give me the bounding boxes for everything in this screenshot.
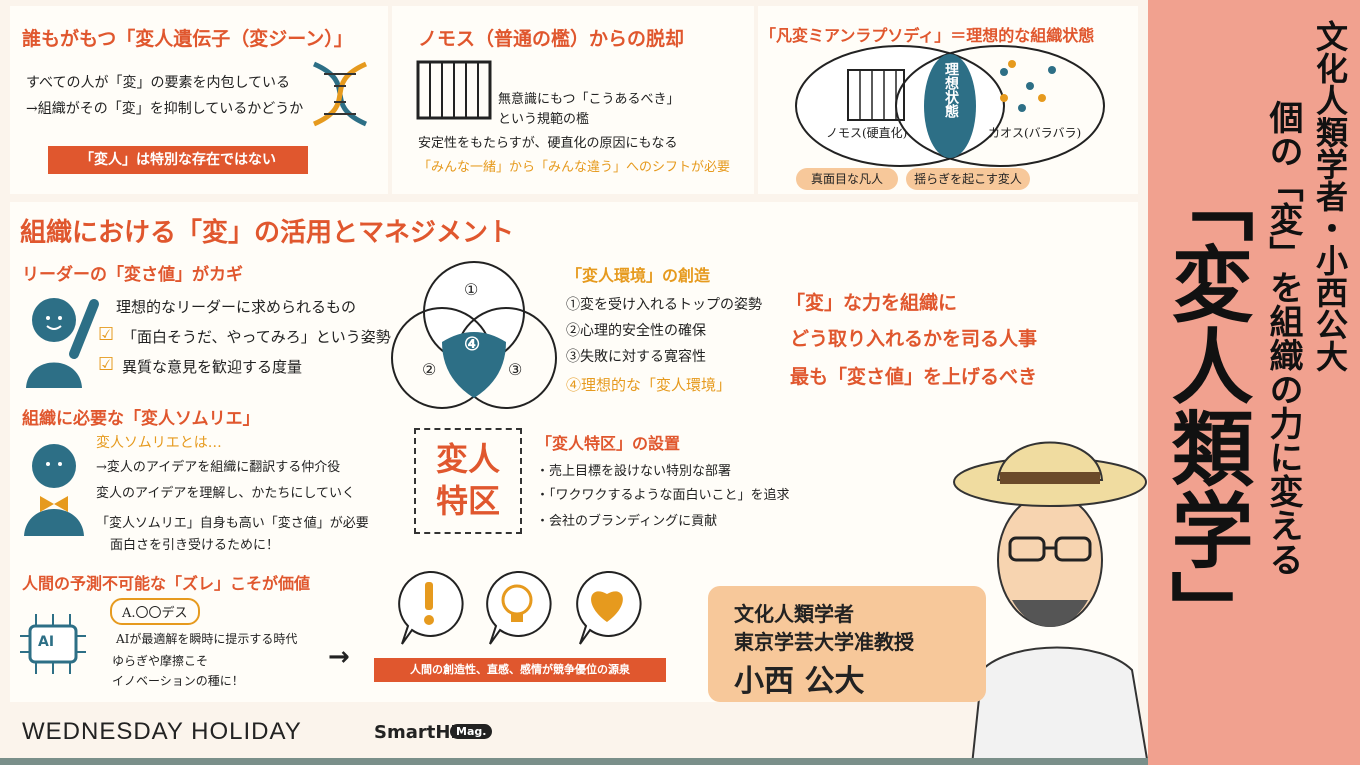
env-venn-diagram: [384, 258, 564, 418]
env-item-4: ④理想的な「変人環境」: [566, 376, 732, 394]
sommelier-line-1: →変人のアイデアを組織に翻訳する仲介役: [96, 460, 341, 475]
dna-icon: [300, 54, 380, 138]
leader-check-2: 異質な意見を歓迎する度量: [122, 358, 303, 376]
ai-banner: 人間の創造性、直感、感情が競争優位の源泉: [374, 658, 666, 682]
hr-line-3: 最も「変さ値」を上げるべき: [790, 366, 1038, 388]
hr-line-1: 「変」な力を組織に: [786, 292, 958, 314]
ai-chip-label: AI: [38, 634, 55, 650]
env-item-2: ②心理的安全性の確保: [566, 323, 706, 339]
sommelier-line-2: 変人のアイデアを理解し、かたちにしていく: [96, 486, 355, 501]
side-title-1: 文化人類学者・小西公大: [1311, 20, 1349, 372]
side-panel: [1148, 0, 1360, 765]
nomos-line-4: 「みんな一緒」から「みんな違う」へのシフトが必要: [418, 160, 731, 175]
check-icon: ☑: [98, 354, 115, 375]
zone-heading: 「変人特区」の設置: [536, 434, 681, 453]
top-panel-nomos: [392, 6, 754, 194]
env-item-3: ③失敗に対する寛容性: [566, 349, 706, 365]
footer-logo-badge: Mag.: [450, 724, 493, 739]
lightbulb-icon: [480, 568, 554, 650]
main-heading: 組織における「変」の活用とマネジメント: [20, 218, 515, 248]
ai-arrow-icon: →: [328, 642, 350, 672]
profile-org: 東京学芸大学准教授: [734, 630, 914, 654]
leader-figure-icon: [22, 284, 104, 392]
ideal-left-label: ノモス(硬直化): [826, 126, 908, 140]
genes-line-1: すべての人が「変」の要素を内包している: [26, 75, 291, 91]
cage-icon: [408, 58, 494, 126]
profile-name: 小西 公大: [734, 664, 865, 699]
ai-bubble: A.〇〇デス: [110, 598, 200, 625]
heart-icon: [570, 568, 644, 650]
zone-box-label: 変人特区: [435, 440, 500, 520]
hr-line-2: どう取り入れるかを司る人事: [790, 328, 1038, 350]
exclamation-icon: [392, 568, 466, 650]
venn-label-3: ③: [508, 360, 523, 379]
sommelier-line-4: 面白さを引き受けるために！: [110, 538, 280, 553]
footer-logo: SmartHR: [374, 722, 465, 743]
ideal-venn: [790, 42, 1110, 174]
ai-chip-icon: [18, 606, 88, 686]
genes-banner: 「変人」は特別な存在ではない: [48, 146, 308, 174]
sommelier-line-3: 「変人ソムリエ」自身も高い「変さ値」が必要: [96, 516, 369, 531]
profile-card: [708, 586, 986, 702]
ideal-badge-1: 真面目な凡人: [796, 168, 898, 190]
venn-label-2: ②: [422, 360, 437, 379]
side-big-title: 「変人類学」: [1157, 160, 1252, 652]
nomos-line-2: という規範の檻: [498, 112, 590, 127]
ideal-badge-2: 揺らぎを起こす変人: [906, 168, 1030, 190]
zone-box: [414, 428, 522, 534]
footer-brand: WEDNESDAY HOLIDAY: [22, 718, 302, 745]
leader-line-1: 理想的なリーダーに求められるもの: [116, 298, 357, 316]
nomos-line-1: 無意識にもつ「こうあるべき」: [498, 92, 680, 107]
nomos-line-3: 安定性をもたらすが、硬直化の原因にもなる: [418, 136, 678, 151]
check-icon: ☑: [98, 324, 115, 345]
sommelier-heading: 組織に必要な「変人ソムリエ」: [22, 409, 260, 429]
leader-check-1: 「面白そうだ、やってみろ」という姿勢: [122, 328, 391, 346]
ai-line-2: ゆらぎや摩擦こそ: [112, 654, 209, 668]
zone-item-2: ・「ワクワクするような面白いこと」を追求: [536, 488, 790, 503]
sommelier-figure-icon: [20, 438, 90, 540]
nomos-heading: ノモス（普通の檻）からの脱却: [418, 28, 685, 50]
ai-line-3: イノベーションの種に！: [112, 674, 244, 688]
ai-line-1: AIが最適解を瞬時に提示する時代: [116, 632, 298, 646]
footer-bottom-strip: [0, 758, 1148, 765]
profile-role: 文化人類学者: [734, 602, 854, 626]
ideal-center-label: 理想状態: [943, 62, 959, 118]
env-heading: 「変人環境」の創造: [566, 266, 711, 285]
zone-item-1: ・売上目標を設けない特別な部署: [536, 464, 732, 479]
zone-item-3: ・会社のブランディングに貢献: [536, 514, 718, 529]
ideal-heading: 「凡変ミアンラプソディ」＝理想的な組織状態: [760, 26, 1095, 45]
env-item-1: ①変を受け入れるトップの姿勢: [566, 297, 762, 313]
professor-illustration: [952, 410, 1150, 765]
side-title-2: 個の「変」を組織の力に変える: [1263, 100, 1303, 576]
ai-heading: 人間の予測不可能な「ズレ」こそが価値: [22, 574, 311, 593]
genes-heading: 誰もがもつ「変人遺伝子（変ジーン）」: [22, 28, 353, 50]
leader-heading: リーダーの「変さ値」がカギ: [22, 265, 243, 285]
ideal-right-label: カオス(バラバラ): [988, 126, 1082, 140]
venn-label-1: ①: [464, 280, 479, 299]
venn-label-4: ④: [464, 334, 481, 355]
genes-line-2: →組織がその「変」を抑制しているかどうか: [26, 101, 304, 117]
sommelier-question: 変人ソムリエとは…: [96, 435, 222, 451]
